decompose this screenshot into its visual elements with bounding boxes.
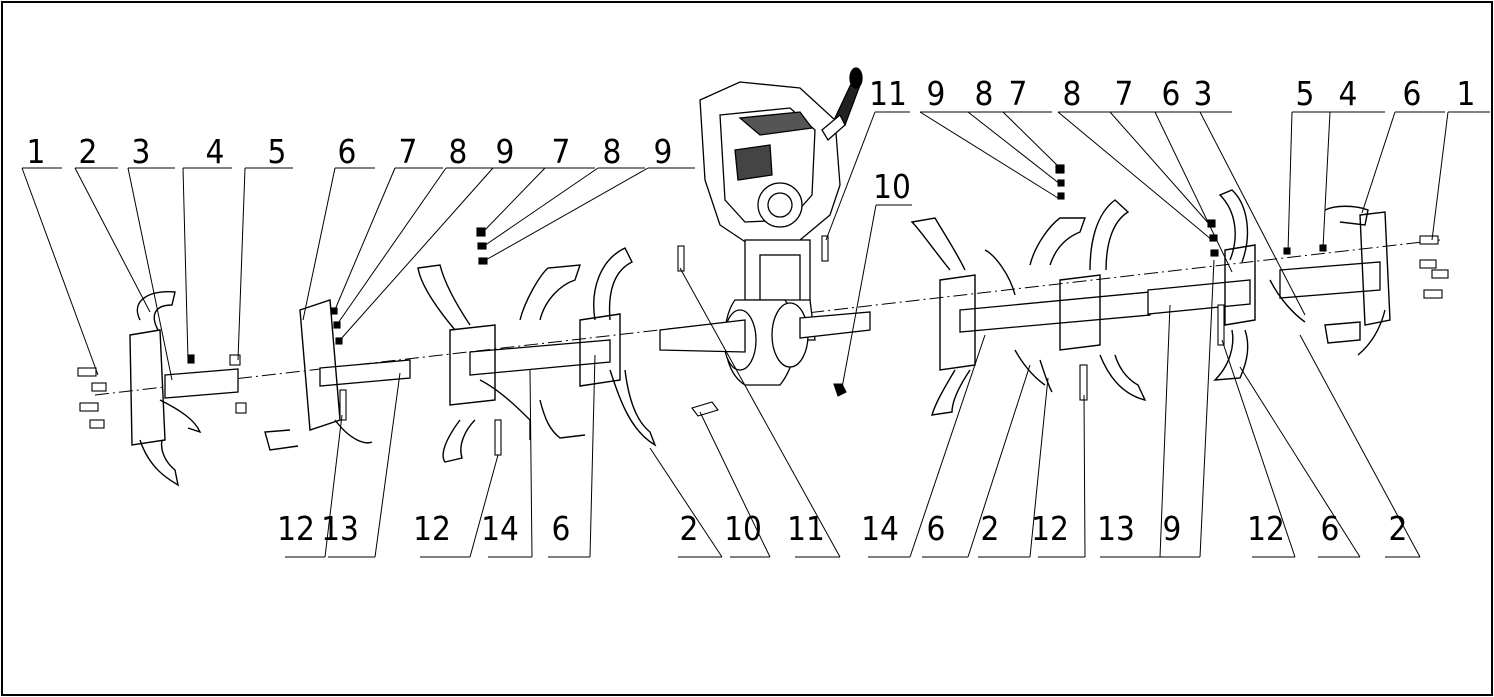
callout-bottom-leader-9 [967,364,1031,558]
callout-bottom-label-1: 13 [321,509,359,548]
callout-top-leader-4 [237,167,246,361]
callout-top-leader-20 [1199,111,1306,316]
callout-bottom-label-9: 6 [927,509,946,548]
tine-blades [129,189,1391,487]
callout-top-label-1: 2 [79,132,98,171]
gearbox-shaft [659,311,871,353]
callout-bottom-leader-0 [324,414,343,558]
callout-top-leader-3 [182,167,189,361]
gearbox-housing [699,67,863,386]
callout-top-label-7: 8 [449,132,468,171]
callout-bottom-label-11: 12 [1031,509,1069,548]
callout-bottom-label-10: 2 [981,509,1000,548]
callout-bottom-leader-13 [1199,259,1215,558]
callout-top-label-12: 11 [869,74,907,113]
callout-top-label-24: 1 [1457,74,1476,113]
callout-top-label-21: 5 [1296,74,1315,113]
callout-bottom-label-0: 12 [277,509,315,548]
callout-top-leader-19 [1154,111,1233,273]
callout-top-leader-9 [482,167,546,233]
callout-top-leader-22 [1322,111,1331,249]
callout-bottom-leader-4 [589,354,596,558]
fasteners [77,164,1449,456]
callout-bottom-label-4: 6 [552,509,571,548]
callout-bottom-leader-10 [1029,377,1049,558]
callout-top-label-19: 6 [1162,74,1181,113]
callout-top-leader-18 [1109,111,1211,226]
callout-top-leader-13 [841,204,877,389]
callout-bottom-leader-12 [1159,304,1171,558]
callout-top-leader-24 [1431,111,1449,241]
callout-bottom-leader-8 [909,334,986,558]
callout-bottom-label-13: 9 [1163,509,1182,548]
callout-bottom-leader-2 [469,454,499,558]
callout-bottom-leader-16 [1299,334,1421,558]
callout-top-leader-21 [1287,111,1293,253]
callout-top-leader-6 [333,167,396,313]
callout-top-label-13: 10 [873,167,911,206]
callout-top-leader-12 [825,111,876,241]
callout-bottom-label-14: 12 [1247,509,1285,548]
callout-top-label-22: 4 [1339,74,1358,113]
callout-top-label-14: 9 [927,74,946,113]
callout-bottom-label-16: 2 [1389,509,1408,548]
callout-bottom-label-7: 11 [787,509,825,548]
callout-top-leader-0 [21,167,99,376]
callout-top-label-11: 9 [654,132,673,171]
callout-top-label-8: 9 [496,132,515,171]
callout-top-label-4: 5 [268,132,287,171]
callout-bottom-leader-3 [529,369,533,558]
callout-bottom-leader-1 [374,372,401,558]
callout-top-leader-5 [302,167,336,321]
callout-top-leader-16 [1002,111,1061,169]
callout-bottom-label-3: 14 [481,509,519,548]
callout-bottom-leader-7 [679,267,841,558]
callout-top-label-6: 7 [399,132,418,171]
callout-top-leader-1 [74,167,151,313]
callout-bottom-leader-5 [649,447,723,558]
callout-bottom-leader-11 [1083,394,1086,558]
callout-bottom-leader-14 [1221,339,1296,558]
callout-bottom-leader-6 [699,411,771,558]
tine-shafts [164,261,1381,399]
callout-top-label-5: 6 [338,132,357,171]
callout-top-leader-2 [127,167,173,381]
callout-top-label-0: 1 [27,132,46,171]
callout-bottom-leader-15 [1239,366,1361,558]
callout-bottom-label-6: 10 [724,509,762,548]
callout-top-label-9: 7 [552,132,571,171]
callout-top-leader-15 [967,111,1061,185]
callout-top-leader-17 [1057,111,1213,241]
callout-bottom-label-8: 14 [861,509,899,548]
callout-top-leader-11 [483,167,649,262]
callout-top-label-17: 8 [1063,74,1082,113]
callout-bottom-label-5: 2 [680,509,699,548]
callout-top-leader-8 [339,167,494,341]
callout-top-label-23: 6 [1403,74,1422,113]
callout-bottom-label-15: 6 [1321,509,1340,548]
callout-top-label-15: 8 [975,74,994,113]
callout-bottom-label-2: 12 [413,509,451,548]
callout-top-leader-23 [1361,111,1396,214]
callout-top-label-18: 7 [1115,74,1134,113]
callout-top-label-16: 7 [1009,74,1028,113]
callout-top-leader-7 [335,167,447,327]
callout-top-label-20: 3 [1194,74,1213,113]
callout-top-leader-10 [483,167,599,247]
callout-bottom-label-12: 13 [1097,509,1135,548]
callout-top-label-10: 8 [603,132,622,171]
callout-top-label-2: 3 [132,132,151,171]
callout-top-label-3: 4 [206,132,225,171]
callout-top-leader-14 [919,111,1059,199]
